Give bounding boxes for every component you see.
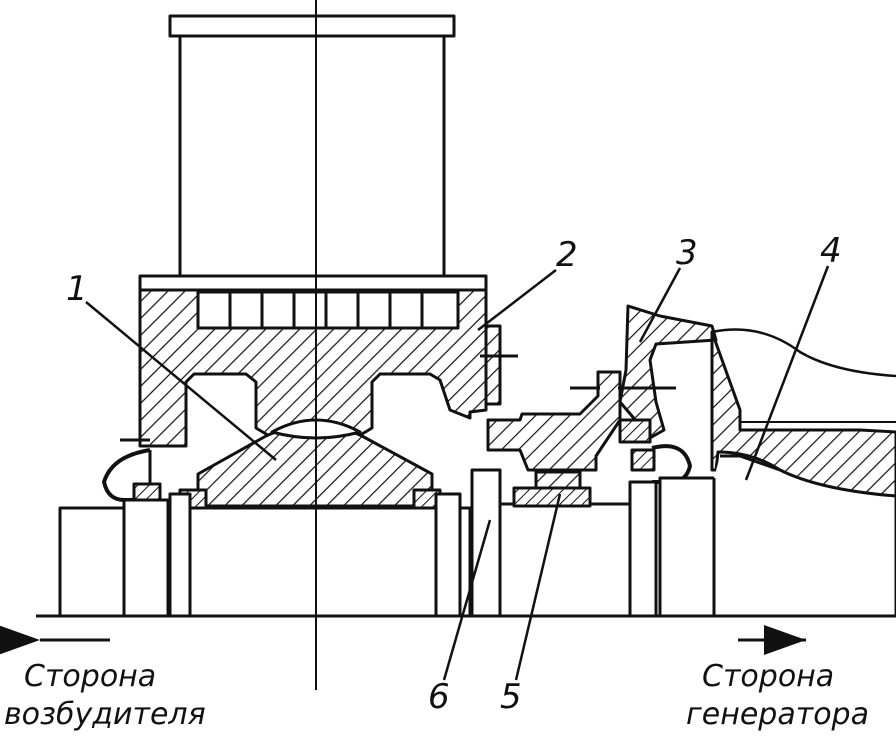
right-side-label-line2: генератора (686, 697, 869, 732)
left-shaft (58, 492, 472, 618)
flange-window-row (196, 290, 460, 330)
right-coupling-half (618, 304, 718, 440)
leader-lines (85, 265, 830, 681)
middle-section (498, 470, 632, 618)
link-arm (486, 370, 622, 472)
callout-4: 4 (820, 231, 842, 271)
callout-2: 2 (556, 235, 578, 275)
left-side-label-line1: Сторона (24, 659, 156, 694)
upper-column (168, 14, 456, 278)
spacer-pin-6 (470, 468, 502, 618)
flange-top-plate (138, 274, 488, 292)
callout-6: 6 (428, 677, 450, 717)
left-seal (102, 438, 162, 504)
callout-3: 3 (676, 233, 698, 273)
callout-1: 1 (66, 269, 88, 309)
flange-right-lug (484, 324, 502, 406)
callout-5: 5 (500, 677, 522, 717)
right-side-label-line1: Сторона (702, 659, 834, 694)
left-side-label-line2: возбудителя (4, 697, 206, 732)
